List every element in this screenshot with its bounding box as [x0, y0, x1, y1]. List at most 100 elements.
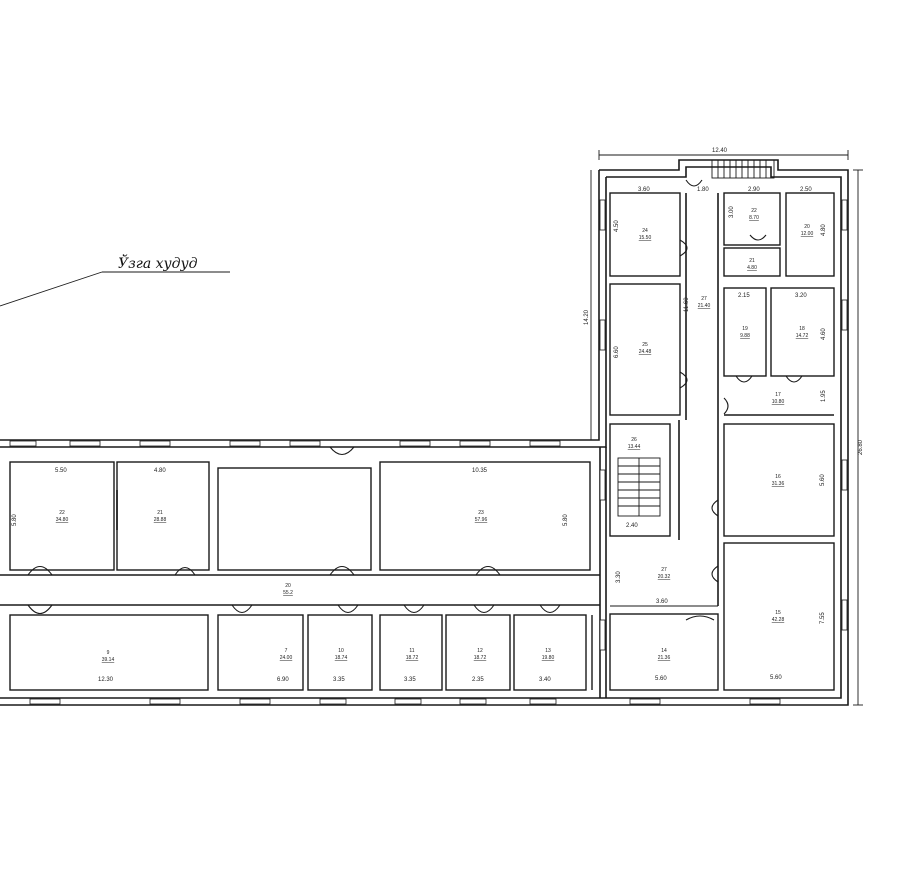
rooms-21-no-text: 11	[409, 648, 414, 654]
rooms-15-area-label: 28.88	[154, 517, 167, 523]
room-26-stair: 26 13.44 2.40	[609, 423, 671, 537]
rooms-2-no-text: 20	[804, 224, 810, 230]
dimensions-d-6-90-text: 6.90	[277, 677, 289, 683]
dimension-top: 12.40	[598, 148, 849, 160]
rooms-6-no-text: 19	[742, 326, 748, 332]
dim-top-width: 12.40	[712, 148, 728, 154]
rooms-21-area-label: 18.72	[406, 655, 419, 661]
rooms-16-area-label: 57.96	[475, 517, 488, 523]
rooms-8-no-text: 17	[775, 392, 781, 398]
room-22: 22 34.80 5.50 5.80	[9, 461, 115, 571]
rooms-18-no-text: 9	[107, 650, 110, 656]
rooms-5-no-text: 27	[701, 296, 707, 302]
rooms-19-area-label: 24.00	[280, 655, 293, 661]
rooms-12-area-label: 20.32	[658, 574, 671, 580]
room-12: 12 18.72 2.35	[445, 614, 511, 691]
room-24: 24 15.50 3.60 4.50	[609, 187, 681, 277]
dimensions-d-12-30-text: 12.30	[98, 677, 114, 683]
rooms-7-no-text: 18	[799, 326, 805, 332]
room-10: 10 18.74 3.35	[307, 614, 373, 691]
dimensions-d-6-60-text: 6.60	[614, 346, 620, 358]
dimensions-d-2-35-text: 2.35	[472, 677, 484, 683]
rooms-8-area-label: 10.80	[772, 399, 785, 405]
annotation-foreign-territory: Ўзга худуд	[0, 253, 230, 307]
dimensions-d-3-35-a-text: 3.35	[333, 677, 345, 683]
rooms-10-no-text: 16	[775, 474, 781, 480]
rooms-23-no-text: 13	[545, 648, 551, 654]
corridor-27-upper: 27 21.40 11.60	[684, 296, 710, 312]
rooms-14-area-label: 34.80	[56, 517, 69, 523]
rooms-17-no-text: 20	[285, 583, 291, 589]
rooms-12-no-text: 27	[661, 567, 667, 573]
dimensions-d-3-60-text: 3.60	[638, 187, 650, 193]
dimensions-d-7-55-text: 7.55	[820, 612, 826, 624]
rooms-0-no-text: 24	[642, 228, 648, 234]
entrance-steps	[711, 159, 775, 179]
room-22-top: 22 8.70 2.90 3.00	[723, 187, 781, 246]
room-21: 21 28.88 4.80	[116, 461, 210, 571]
dimensions-d-2-50-text: 2.50	[800, 187, 812, 193]
windows	[9, 199, 848, 705]
rooms-11-area-label: 42.28	[772, 617, 785, 623]
dimensions-d-5-60-b1-text: 5.60	[655, 676, 667, 682]
dimension-wing: 14.20	[584, 170, 592, 440]
room-15: 15 42.28 7.55 5.60	[723, 542, 835, 691]
rooms-19-no-text: 7	[285, 648, 288, 654]
dimensions-d-3-35-b-text: 3.35	[404, 677, 416, 683]
dimensions-d-10-35-text: 10.35	[472, 468, 488, 474]
room-7: 7 24.00 6.90	[217, 614, 304, 691]
room-25: 25 24.48 6.60	[609, 283, 681, 416]
dimensions-d-5-60-r-text: 5.60	[820, 474, 826, 486]
rooms-3-area-label: 4.80	[747, 265, 757, 271]
hall-27: 27 20.32 3.30 3.60	[610, 567, 718, 607]
annotation-text: Ўзга худуд	[118, 253, 198, 272]
dimensions-d-4-80-r-text: 4.80	[821, 224, 827, 236]
rooms-17-area-label: 55.2	[283, 590, 293, 596]
rooms-0-area-label: 15.50	[639, 235, 652, 241]
room-20-top: 20 12.00 2.50 4.80	[785, 187, 835, 277]
rooms-2-area-label: 12.00	[801, 231, 814, 237]
rooms-23-area-label: 19.80	[542, 655, 555, 661]
room-13: 13 19.80 3.40	[513, 614, 587, 691]
dim-right-height: 26.80	[858, 439, 864, 455]
dim-wing-height: 14.20	[584, 309, 590, 325]
room-11: 11 18.72 3.35	[379, 614, 443, 691]
rooms-14-no-text: 22	[59, 510, 65, 516]
doors	[27, 179, 803, 621]
rooms-16-no-text: 23	[478, 510, 484, 516]
room-14: 14 21.36 5.60	[609, 613, 719, 691]
dimensions-d-4-60-text: 4.60	[821, 328, 827, 340]
rooms-20-no-text: 10	[338, 648, 344, 654]
dimensions-d-2-15-text: 2.15	[738, 293, 750, 299]
dimensions-d-3-60-b-text: 3.60	[656, 599, 668, 605]
rooms-6-area-label: 9.88	[740, 333, 750, 339]
room-unnumbered	[217, 467, 372, 571]
rooms-22-no-text: 12	[477, 648, 483, 654]
dimensions-d-3-30-text: 3.30	[616, 571, 622, 583]
dimensions-d-3-20-text: 3.20	[795, 293, 807, 299]
dimensions-d-5-80-l-text: 5.80	[12, 514, 18, 526]
room-17: 17 10.80 1.95	[772, 390, 827, 405]
rooms-5-area-label: 21.40	[698, 303, 711, 309]
rooms-15-no-text: 21	[157, 510, 163, 516]
rooms-3-no-text: 21	[749, 258, 755, 264]
room-19: 19 9.88 2.15	[723, 287, 767, 377]
room-23: 23 57.96 10.35 5.80	[379, 461, 591, 571]
outer-walls	[0, 159, 849, 706]
rooms-20-area-label: 18.74	[335, 655, 348, 661]
rooms-10-area-label: 31.36	[772, 481, 785, 487]
rooms-4-area-label: 24.48	[639, 349, 652, 355]
dimensions-d-2-90-text: 2.90	[748, 187, 760, 193]
dimensions-d-5-60-b2-text: 5.60	[770, 675, 782, 681]
rooms-13-no-text: 14	[661, 648, 667, 654]
rooms-9-area-label: 13.44	[628, 444, 641, 450]
dimensions-d-11-60-text: 11.60	[684, 297, 690, 312]
rooms-9-no-text: 26	[631, 437, 637, 443]
corridor-20: 20 55.2	[283, 583, 293, 596]
dimensions-d-4-50-text: 4.50	[614, 220, 620, 232]
dimensions-d-4-80-text: 4.80	[154, 468, 166, 474]
room-18: 18 14.72 3.20 4.60	[770, 287, 835, 377]
dimension-right: 26.80	[853, 169, 864, 706]
dimensions-d-3-00-text: 3.00	[729, 206, 735, 218]
